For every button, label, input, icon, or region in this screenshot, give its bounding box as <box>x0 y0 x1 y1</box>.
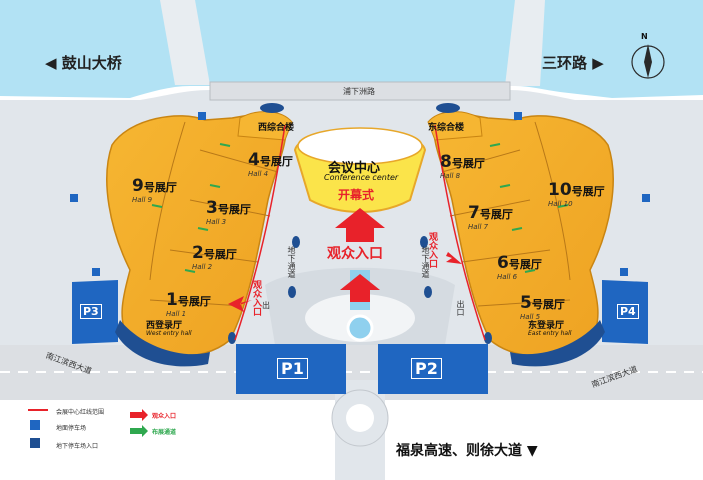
legend-red-line: 会展中心红线范围 <box>56 409 105 416</box>
west-halls <box>106 113 287 357</box>
road-third-ring: 三环路 ▶ <box>542 54 604 72</box>
parking-p3 <box>72 280 118 344</box>
hall-2-en: Hall 2 <box>192 263 213 271</box>
hall-7-number: 7 <box>468 203 480 223</box>
legend-swatches <box>28 409 148 448</box>
river-right-bank <box>505 0 545 86</box>
parking-p2 <box>378 344 488 394</box>
hall-9-label: 9号展厅 Hall 9 <box>132 176 177 204</box>
tunnel-left: 地下通道 <box>287 246 296 278</box>
hall-7-cn: 号展厅 <box>479 208 513 221</box>
parking-p1-label: P1 <box>277 358 308 379</box>
hall-6-label: 6号展厅 Hall 6 <box>497 253 542 281</box>
hall-3-cn: 号展厅 <box>217 203 251 216</box>
hall-4-cn: 号展厅 <box>259 155 293 168</box>
hall-3-number: 3 <box>206 198 218 218</box>
hall-4-en: Hall 4 <box>248 170 269 178</box>
hall-3-label: 3号展厅 Hall 3 <box>206 198 251 226</box>
east-halls <box>433 113 614 357</box>
west-main-building <box>237 111 293 141</box>
hall-2-cn: 号展厅 <box>203 248 237 261</box>
hall-4-label: 4号展厅 Hall 4 <box>248 150 293 178</box>
hall-3-en: Hall 3 <box>206 218 227 226</box>
parking-p1 <box>236 344 346 394</box>
hall-1-number: 1 <box>166 290 178 310</box>
east-entry-hall-cn: 东登录厅 <box>528 321 565 331</box>
red-line-boundary <box>234 124 286 341</box>
east-entry-hall <box>510 320 605 367</box>
road-fuquan-expressway: 福泉高速、则徐大道 ▼ <box>396 443 538 459</box>
legend-audience-entrance: 观众入口 <box>152 413 177 420</box>
west-entry-hall-cn: 西登录厅 <box>146 321 183 331</box>
west-entry-hall <box>115 320 210 367</box>
exit-left: 出 <box>262 301 270 310</box>
hall-6-cn: 号展厅 <box>508 258 542 271</box>
hall-8-en: Hall 8 <box>440 172 461 180</box>
top-road <box>209 81 511 101</box>
hall-7-en: Hall 7 <box>468 223 489 231</box>
hall-2-number: 2 <box>192 243 204 263</box>
compass <box>631 44 665 79</box>
hall-9-en: Hall 9 <box>132 196 153 204</box>
hall-1-label: 1号展厅 Hall 1 <box>166 290 211 318</box>
hall-10-cn: 号展厅 <box>571 185 605 198</box>
hall-8-number: 8 <box>440 152 452 172</box>
hall-5-en: Hall 5 <box>520 313 541 321</box>
hall-6-number: 6 <box>497 253 509 273</box>
hall-1-cn: 号展厅 <box>177 295 211 308</box>
left-entrance-arrow <box>228 296 252 312</box>
conference-center-en: Conference center <box>324 173 399 182</box>
east-main-building <box>427 111 483 141</box>
hall-5-number: 5 <box>520 293 532 313</box>
hall-10-label: 10号展厅 Hall 10 <box>548 180 605 208</box>
road-gushan-bridge: ◀ 鼓山大桥 <box>45 54 122 72</box>
hall-10-en: Hall 10 <box>548 200 573 208</box>
hall-2-label: 2号展厅 Hall 2 <box>192 243 237 271</box>
center-entrance-arrow <box>335 208 385 242</box>
compass-north-label: N <box>641 32 648 41</box>
hall-7-label: 7号展厅 Hall 7 <box>468 203 513 231</box>
hall-4-number: 4 <box>248 150 260 170</box>
parking-markers <box>70 112 650 276</box>
river-left-bank <box>160 0 210 85</box>
audience-entrance-main: 观众入口 <box>327 246 383 262</box>
hall-6-en: Hall 6 <box>497 273 518 281</box>
legend-exhibitor-passage: 布展通道 <box>152 429 177 436</box>
legend-parking: 地面停车场 <box>56 425 87 432</box>
parking-p3-label: P3 <box>80 304 102 319</box>
hall-10-number: 10 <box>548 180 572 200</box>
opening-ceremony-label: 开幕式 <box>338 188 375 202</box>
tunnel-right: 地下通道 <box>421 246 430 278</box>
east-entry-hall-en: East entry hall <box>528 330 572 337</box>
parking-p2-label: P2 <box>411 358 442 379</box>
hall-5-label: 5号展厅 Hall 5 <box>520 293 565 321</box>
road-puxiazhou: 浦下洲路 <box>343 87 375 96</box>
hall-9-cn: 号展厅 <box>143 181 177 194</box>
conference-center-cn: 会议中心 <box>328 161 381 176</box>
west-entry-hall-en: West entry hall <box>146 330 192 337</box>
audience-entrance-left: 观众入口 <box>251 280 261 316</box>
hall-8-cn: 号展厅 <box>451 157 485 170</box>
parking-p4 <box>602 280 648 344</box>
hall-5-cn: 号展厅 <box>531 298 565 311</box>
hall-8-label: 8号展厅 Hall 8 <box>440 152 485 180</box>
center-bottom-arrow <box>340 274 380 302</box>
audience-entrance-right: 观众入口 <box>427 232 437 268</box>
exit-right: 出口 <box>456 300 465 316</box>
hall-9-number: 9 <box>132 176 144 196</box>
east-main-building-label: 东综合楼 <box>428 123 465 133</box>
exhibitor-passage-arrows <box>151 143 569 273</box>
parking-p4-label: P4 <box>617 304 639 319</box>
legend-underground-parking: 地下停车场入口 <box>56 443 99 450</box>
right-entrance-arrow <box>440 252 462 264</box>
west-main-building-label: 西综合楼 <box>258 123 295 133</box>
hall-1-en: Hall 1 <box>166 310 187 318</box>
